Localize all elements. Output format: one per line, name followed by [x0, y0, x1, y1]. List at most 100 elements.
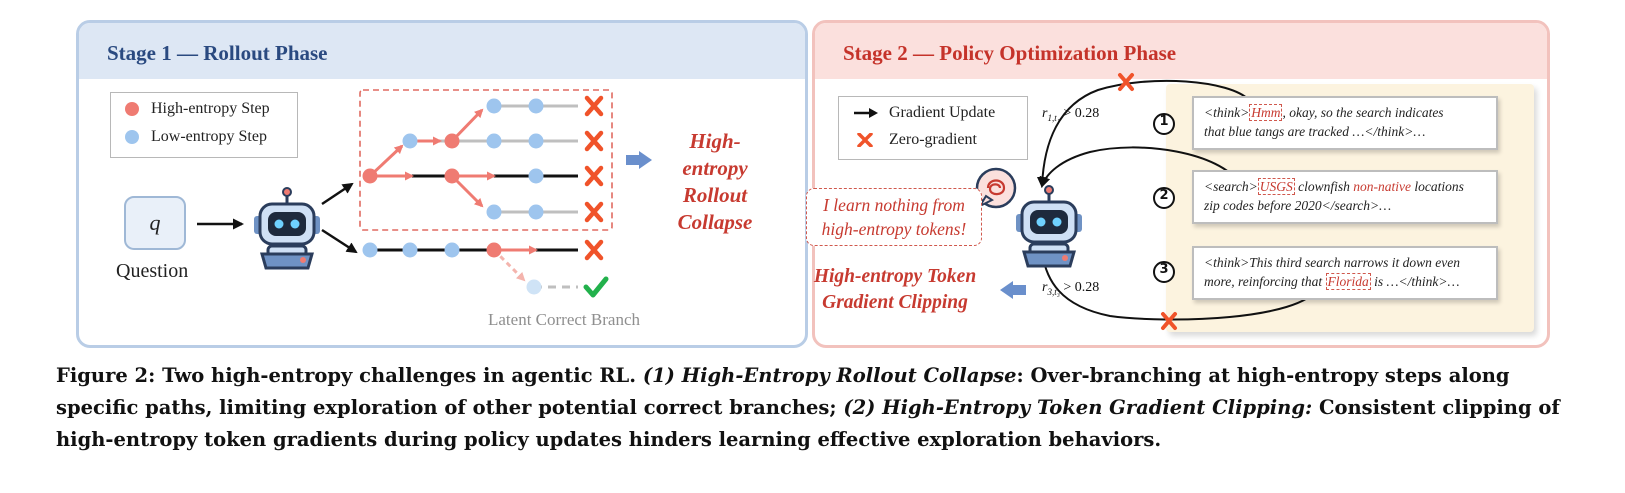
- legend-gradient-update: Gradient Update: [853, 104, 995, 122]
- collapse-line-2: Rollout: [682, 183, 748, 207]
- ratio-bottom-label: r3,t₃ > 0.28: [1042, 280, 1099, 297]
- caption-part-1: Figure 2: Two high-entropy challenges in…: [56, 364, 643, 387]
- ratio-bottom-symbol: r: [1042, 280, 1048, 295]
- legend-low-entropy: Low-entropy Step: [125, 128, 267, 146]
- robot-to-lower-branch-arrow: [321, 228, 358, 254]
- speech-line-1: I learn nothing from: [823, 195, 965, 215]
- gradient-clipping-label: High-entropy Token Gradient Clipping: [800, 264, 990, 316]
- robot-to-upper-branch-arrow: [321, 182, 354, 206]
- caption-italic-2: (2) High-Entropy Token Gradient Clipping…: [843, 396, 1313, 419]
- gradient-arrow-icon: [854, 108, 878, 118]
- figure-caption: Figure 2: Two high-entropy challenges in…: [56, 360, 1576, 456]
- low-entropy-node: [486, 133, 502, 149]
- trajectory-step-3: <think>This third search narrows it down…: [1192, 246, 1498, 300]
- low-entropy-node: [444, 242, 460, 258]
- ratio-top-label: r1,t₁ > 0.28: [1042, 106, 1099, 123]
- caption-part-3: Consistent clipping of high-entropy toke…: [56, 396, 1560, 451]
- stage1-panel: Stage 1 — Rollout Phase: [76, 20, 808, 348]
- speech-bubble: I learn nothing from high-entropy tokens…: [806, 188, 982, 246]
- caption-italic-1: (1) High-Entropy Rollout Collapse: [642, 364, 1017, 387]
- step-2-red-text: non-native: [1353, 179, 1411, 194]
- step-3-text: more, reinforcing that: [1204, 274, 1326, 289]
- low-entropy-node: [402, 133, 418, 149]
- legend-low-label: Low-entropy Step: [151, 128, 267, 145]
- clip-line-2: Gradient Clipping: [822, 292, 968, 313]
- step-2-text-end: locations: [1410, 179, 1464, 194]
- low-entropy-node: [528, 133, 544, 149]
- confused-thought-icon: [975, 167, 1017, 209]
- speech-line-2: high-entropy tokens!: [821, 219, 967, 239]
- legend-high-entropy: High-entropy Step: [125, 100, 270, 118]
- step-3-line-1: <think>This third search narrows it down…: [1204, 255, 1460, 270]
- step-3-number: 3: [1159, 262, 1169, 277]
- stage2-title: Stage 2 — Policy Optimization Phase: [843, 41, 1177, 65]
- low-entropy-node: [528, 204, 544, 220]
- tree-nodes: [362, 98, 544, 295]
- stage1-title: Stage 1 — Rollout Phase: [107, 41, 328, 65]
- gradient-middle-curve: [1039, 146, 1241, 188]
- step-1-text: , okay, so the search indicates: [1282, 105, 1444, 120]
- step-1-highlight: Hmm: [1249, 104, 1283, 121]
- high-entropy-node: [362, 168, 378, 184]
- low-entropy-node: [528, 98, 544, 114]
- low-entropy-node: [486, 204, 502, 220]
- stage2-legend: Gradient Update Zero-gradient: [838, 96, 1028, 160]
- collapse-line-1: High-entropy: [682, 129, 748, 180]
- ratio-top-symbol: r: [1042, 106, 1048, 121]
- latent-branch-edge: [492, 248, 526, 282]
- collapse-dashed-box: [359, 89, 613, 231]
- step-3-text-end: is …</think>…: [1370, 274, 1460, 289]
- robot-agent-icon: [254, 187, 320, 270]
- step-2-tag: <search>: [1204, 179, 1258, 194]
- step-2-line-1: <search>USGS clownfish non-native locati…: [1204, 177, 1486, 196]
- question-label: Question: [116, 260, 189, 282]
- step-3-highlight: Florida: [1325, 273, 1371, 290]
- ratio-bottom-subscript: 3,t₃: [1047, 286, 1060, 297]
- legend-high-label: High-entropy Step: [151, 100, 270, 117]
- step-3-line-2: more, reinforcing that Florida is …</thi…: [1204, 272, 1486, 291]
- stage1-header: Stage 1 — Rollout Phase: [79, 23, 805, 79]
- trajectory-step-2: <search>USGS clownfish non-native locati…: [1192, 170, 1498, 224]
- correct-check-icon: [583, 276, 609, 298]
- gradient-top-curve: [1036, 79, 1250, 188]
- step-2-text: clownfish: [1294, 179, 1354, 194]
- collapse-line-3: Collapse: [677, 210, 753, 234]
- collapse-blue-arrow-icon: [626, 151, 652, 169]
- gradient-bottom-curve: [1037, 250, 1319, 321]
- latent-node: [526, 279, 542, 295]
- step-1-number: 1: [1159, 114, 1169, 129]
- high-entropy-node: [444, 133, 460, 149]
- caption-part-2: : Over-branching at high-entropy steps a…: [56, 364, 1510, 419]
- step-1-line-2: that blue tangs are tracked …</think>…: [1204, 124, 1426, 139]
- clip-line-1: High-entropy Token: [813, 266, 977, 287]
- zero-gradient-cross-icons: [1118, 73, 1177, 330]
- rollout-collapse-label: High-entropy Rollout Collapse: [660, 128, 770, 236]
- zero-gradient-cross-icon: [857, 133, 873, 147]
- step-1-line-1: <think>Hmm, okay, so the search indicate…: [1204, 103, 1486, 122]
- legend-gradient-label: Gradient Update: [889, 104, 996, 121]
- failed-path-cross-icons: [584, 95, 604, 261]
- low-entropy-dot-icon: [125, 130, 139, 144]
- stage2-header: Stage 2 — Policy Optimization Phase: [815, 23, 1547, 79]
- high-entropy-node: [444, 168, 460, 184]
- legend-zero-gradient: Zero-gradient: [853, 131, 977, 149]
- tree-gray-edges: [410, 104, 578, 214]
- step-2-highlight: USGS: [1257, 178, 1295, 195]
- ratio-bottom-value: > 0.28: [1063, 280, 1100, 295]
- low-entropy-node: [362, 242, 378, 258]
- low-entropy-node: [402, 242, 418, 258]
- trajectory-step-1: <think>Hmm, okay, so the search indicate…: [1192, 96, 1498, 150]
- policy-robot-icon: [1016, 185, 1082, 268]
- step-2-line-2: zip codes before 2020</search>…: [1204, 198, 1392, 213]
- step-number-circles: [1153, 113, 1175, 283]
- legend-zero-label: Zero-gradient: [889, 131, 977, 148]
- high-entropy-dot-icon: [125, 102, 139, 116]
- ratio-top-value: > 0.28: [1063, 106, 1100, 121]
- clipping-blue-arrow-icon: [1000, 281, 1026, 299]
- question-box: q: [124, 196, 186, 250]
- low-entropy-node: [486, 98, 502, 114]
- high-entropy-node: [486, 242, 502, 258]
- low-entropy-node: [528, 168, 544, 184]
- stage1-legend: High-entropy Step Low-entropy Step: [110, 92, 298, 158]
